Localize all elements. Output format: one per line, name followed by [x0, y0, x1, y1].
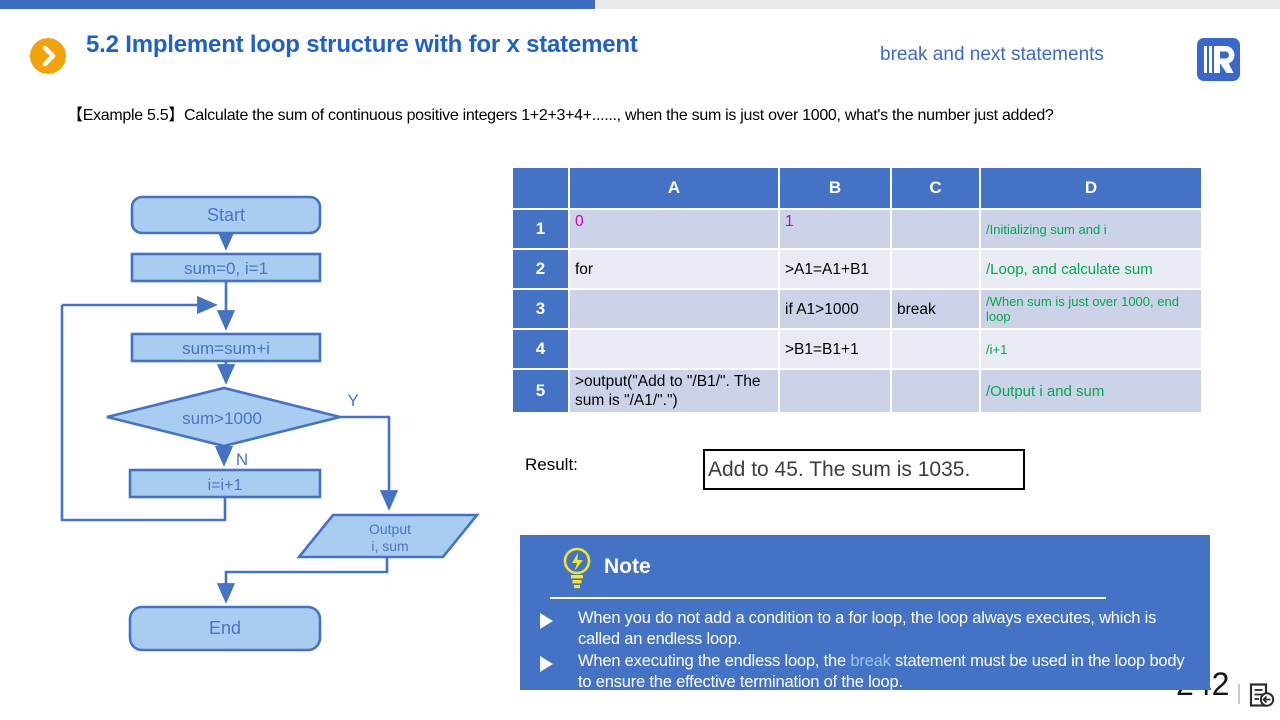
accumulate-label: sum=sum+i: [182, 339, 270, 358]
lightbulb-icon: [563, 547, 591, 589]
cell-d3-comment: /When sum is just over 1000, end loop: [981, 290, 1201, 328]
cell-a5: >output("Add to "/B1/". The sum is "/A1/…: [570, 370, 778, 412]
row-number: 1: [513, 210, 568, 248]
accumulate-node: [130, 332, 322, 363]
no-label: N: [236, 450, 248, 469]
cell-b1: 1: [780, 210, 890, 248]
cell-d5-comment: /Output i and sum: [981, 370, 1201, 412]
col-header-corner: [513, 168, 568, 208]
col-header-b: B: [780, 168, 890, 208]
col-header-d: D: [981, 168, 1201, 208]
flowchart: Start sum=0, i=1 sum=sum+i sum>1000 Y N …: [60, 195, 480, 652]
edge-output-end: [216, 557, 389, 604]
sheet-header-row: A B C D: [513, 168, 1201, 208]
sheet-row-5: 5 >output("Add to "/B1/". The sum is "/A…: [513, 370, 1201, 412]
row-number: 4: [513, 330, 568, 368]
note-bullets: When you do not add a condition to a for…: [540, 608, 1200, 694]
edge-condition-yes: [340, 415, 399, 511]
edge-loopback: [60, 305, 227, 522]
cell-c4: [892, 330, 979, 368]
cell-d2-comment: /Loop, and calculate sum: [981, 250, 1201, 288]
triangle-bullet-icon: [540, 613, 553, 629]
row-number: 5: [513, 370, 568, 412]
triangle-bullet-icon: [540, 656, 553, 672]
cell-d4-comment: /i+1: [981, 330, 1201, 368]
chevron-bullet-icon: [30, 38, 66, 74]
output-label-line2: i, sum: [371, 538, 408, 554]
note-title: Note: [604, 555, 651, 578]
cell-c1: [892, 210, 979, 248]
cell-b5: [780, 370, 890, 412]
cell-d1-comment: /Initializing sum and i: [981, 210, 1201, 248]
result-output-text: Add to 45. The sum is 1035.: [708, 457, 971, 481]
row-number: 3: [513, 290, 568, 328]
r-logo-icon: [1197, 38, 1240, 81]
condition-label: sum>1000: [182, 409, 262, 428]
cell-b3: if A1>1000: [780, 290, 890, 328]
note-bullet-2-text: When executing the endless loop, the bre…: [578, 652, 1185, 691]
cell-b2: >A1=A1+B1: [780, 250, 890, 288]
section-subtitle: break and next statements: [880, 44, 1104, 65]
footer-separator: [1238, 684, 1240, 704]
col-header-c: C: [892, 168, 979, 208]
chevron-right-icon: [42, 45, 56, 67]
page-title: 5.2 Implement loop structure with for x …: [86, 31, 638, 58]
sheet-row-3: 3 if A1>1000 break /When sum is just ove…: [513, 290, 1201, 328]
top-accent-bar-blue: [0, 0, 595, 9]
condition-diamond: [106, 386, 341, 448]
cell-a2: for: [570, 250, 778, 288]
start-label: Start: [207, 205, 245, 225]
yes-label: Y: [347, 391, 358, 410]
document-return-icon: [1249, 683, 1275, 707]
cell-c5: [892, 370, 979, 412]
increment-node: [128, 468, 322, 499]
cell-b4: >B1=B1+1: [780, 330, 890, 368]
cell-c3: break: [892, 290, 979, 328]
note-bullet-1-text: When you do not add a condition to a for…: [578, 609, 1157, 648]
cell-c2: [892, 250, 979, 288]
top-accent-bar-gray: [595, 0, 1280, 9]
cell-a1: 0: [570, 210, 778, 248]
col-header-a: A: [570, 168, 778, 208]
row-number: 2: [513, 250, 568, 288]
example-statement: 【Example 5.5】Calculate the sum of contin…: [67, 107, 1054, 124]
start-node: [130, 195, 322, 235]
output-label-line1: Output: [369, 521, 411, 537]
note-box: Note When you do not add a condition to …: [520, 535, 1210, 691]
note-bullet-2: When executing the endless loop, the bre…: [540, 651, 1200, 693]
note-bullet-1: When you do not add a condition to a for…: [540, 608, 1200, 650]
break-keyword: break: [850, 652, 891, 670]
sheet-row-4: 4 >B1=B1+1 /i+1: [513, 330, 1201, 368]
result-output-box: Add to 45. The sum is 1035.: [703, 449, 1025, 490]
sheet-row-1: 1 0 1 /Initializing sum and i: [513, 210, 1201, 248]
note-divider: [550, 597, 1106, 599]
increment-label: i=i+1: [208, 477, 243, 494]
spreadsheet-table: A B C D 1 0 1 /Initializing sum and i 2 …: [511, 166, 1203, 414]
cell-a3: [570, 290, 778, 328]
init-label: sum=0, i=1: [184, 259, 268, 278]
init-node: [130, 252, 322, 283]
cell-a4: [570, 330, 778, 368]
output-parallelogram: [296, 513, 480, 559]
end-label: End: [209, 618, 241, 638]
result-label: Result:: [525, 455, 578, 474]
end-node: [128, 605, 322, 652]
sheet-row-2: 2 for >A1=A1+B1 /Loop, and calculate sum: [513, 250, 1201, 288]
